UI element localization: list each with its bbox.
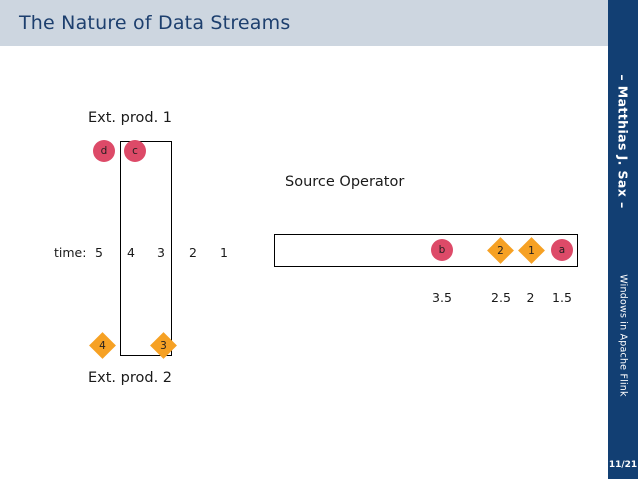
ext-prod-1-label: Ext. prod. 1 [88, 110, 173, 126]
page-title: The Nature of Data Streams [19, 12, 291, 34]
timestamp-2: 2 [526, 290, 535, 305]
stream-token-2-label: 2 [497, 244, 504, 257]
stream-token-2: 2 [487, 237, 514, 264]
record-token-d: d [93, 140, 115, 162]
time-tick-5: 5 [95, 245, 103, 260]
record-token-d-label: d [100, 145, 108, 157]
watermark-token-3: 3 [150, 332, 177, 359]
stream-token-b-label: b [438, 244, 446, 256]
sidebar-subject-label: Windows in Apache Flink [617, 274, 629, 397]
page-number: 11/21 [608, 460, 638, 470]
time-tick-4: 4 [127, 245, 135, 260]
stream-token-a: a [551, 239, 573, 261]
ext-prod-2-label: Ext. prod. 2 [88, 370, 173, 386]
stream-token-1: 1 [518, 237, 545, 264]
time-tick-1: 1 [220, 245, 228, 260]
stream-token-1-label: 1 [528, 244, 535, 257]
watermark-token-3-label: 3 [160, 339, 167, 352]
time-axis-label: time: [54, 245, 87, 260]
source-operator-label: Source Operator [285, 174, 405, 190]
watermark-token-4-label: 4 [99, 339, 106, 352]
slide-header-bar [0, 0, 608, 46]
time-tick-2: 2 [189, 245, 197, 260]
timestamp-2-5: 2.5 [491, 290, 511, 305]
record-token-c-label: c [132, 145, 138, 157]
sidebar-author-label: – Matthias J. Sax – [615, 74, 631, 209]
stream-token-a-label: a [558, 244, 566, 256]
record-token-c: c [124, 140, 146, 162]
timestamp-1-5: 1.5 [552, 290, 572, 305]
ext-prod-window-box [120, 141, 172, 356]
sidebar-inner: – Matthias J. Sax – Windows in Apache Fl… [608, 0, 638, 479]
watermark-token-4: 4 [89, 332, 116, 359]
slide-sidebar: – Matthias J. Sax – Windows in Apache Fl… [608, 0, 638, 479]
source-operator-stream-box [274, 234, 578, 267]
timestamp-3-5: 3.5 [432, 290, 452, 305]
stream-token-b: b [431, 239, 453, 261]
time-tick-3: 3 [157, 245, 165, 260]
